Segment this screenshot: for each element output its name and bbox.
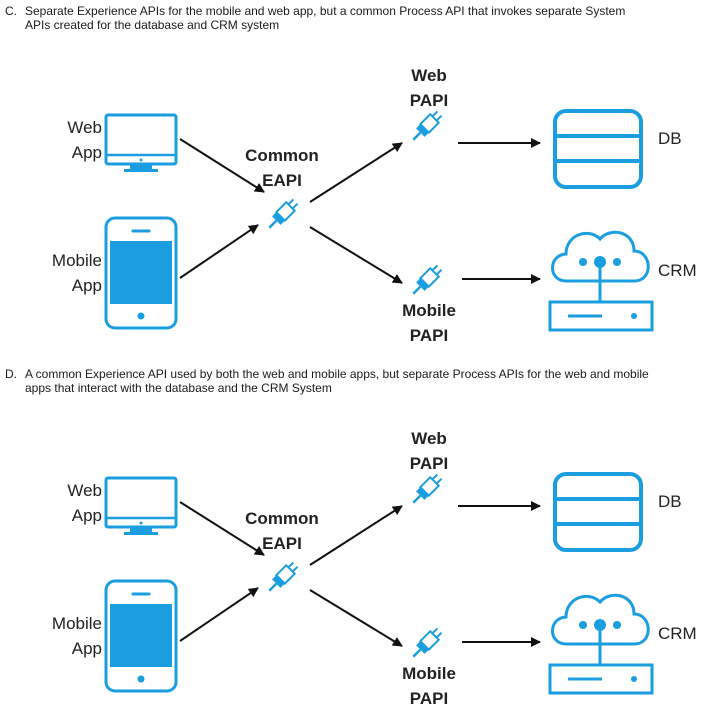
label-line: App [71, 143, 102, 162]
label-line: App [71, 639, 102, 658]
label-line: Common [245, 146, 319, 165]
mobile-papi-label: Mobile PAPI [385, 661, 473, 711]
option-c-diagram: Web App Mobile App Common EAPI Web PAPI … [0, 55, 713, 355]
option-line1: A common Experience API used by both the… [25, 367, 649, 381]
label-line: Common [245, 509, 319, 528]
label-line: Web [67, 118, 102, 137]
common-eapi-label: Common EAPI [232, 143, 332, 193]
common-plug-icon [268, 198, 299, 229]
option-line2: APIs created for the database and CRM sy… [25, 18, 280, 32]
label-line: Mobile [51, 251, 102, 270]
web-papi-label: Web PAPI [385, 426, 473, 476]
db-label: DB [658, 129, 682, 148]
label-line: Mobile [51, 614, 102, 633]
mobile-app-label: Mobile App [30, 611, 102, 661]
label-line: Web [67, 481, 102, 500]
diagram-svg [104, 109, 654, 332]
label-line: Web [411, 66, 447, 85]
label-line: PAPI [409, 91, 449, 110]
common-plug-icon [268, 561, 299, 592]
web-plug-icon [412, 110, 443, 141]
db-label: DB [658, 492, 682, 511]
web-app-label: Web App [46, 478, 102, 528]
crm-label: CRM [658, 261, 697, 280]
web-plug-icon [412, 473, 443, 504]
option-c-text: C. Separate Experience APIs for the mobil… [5, 4, 705, 32]
database-icon [553, 109, 643, 189]
diagram-svg [104, 472, 654, 695]
label-line: PAPI [409, 454, 449, 473]
label-line: PAPI [409, 326, 449, 345]
option-letter: D. [5, 367, 17, 381]
option-letter: C. [5, 4, 17, 18]
crm-label: CRM [658, 624, 697, 643]
monitor-icon [104, 476, 178, 535]
phone-icon [104, 579, 178, 693]
web-app-label: Web App [46, 115, 102, 165]
monitor-icon [104, 113, 178, 172]
label-line: App [71, 506, 102, 525]
option-line2: apps that interact with the database and… [25, 381, 332, 395]
web-papi-label: Web PAPI [385, 63, 473, 113]
option-line1: Separate Experience APIs for the mobile … [25, 4, 626, 18]
label-line: EAPI [262, 534, 302, 553]
common-eapi-label: Common EAPI [232, 506, 332, 556]
label-line: PAPI [409, 689, 449, 708]
label-line: App [71, 276, 102, 295]
mobile-plug-icon [412, 264, 443, 295]
option-d-text: D. A common Experience API used by both t… [5, 367, 705, 395]
mobile-plug-icon [412, 627, 443, 658]
phone-icon [104, 216, 178, 330]
option-d-diagram: Web App Mobile App Common EAPI Web PAPI … [0, 418, 713, 718]
crm-cloud-server-icon [548, 230, 654, 332]
crm-cloud-server-icon [548, 593, 654, 695]
label-line: Web [411, 429, 447, 448]
label-line: Mobile [402, 301, 456, 320]
label-line: EAPI [262, 171, 302, 190]
mobile-app-label: Mobile App [30, 248, 102, 298]
database-icon [553, 472, 643, 552]
label-line: Mobile [402, 664, 456, 683]
mobile-papi-label: Mobile PAPI [385, 298, 473, 348]
